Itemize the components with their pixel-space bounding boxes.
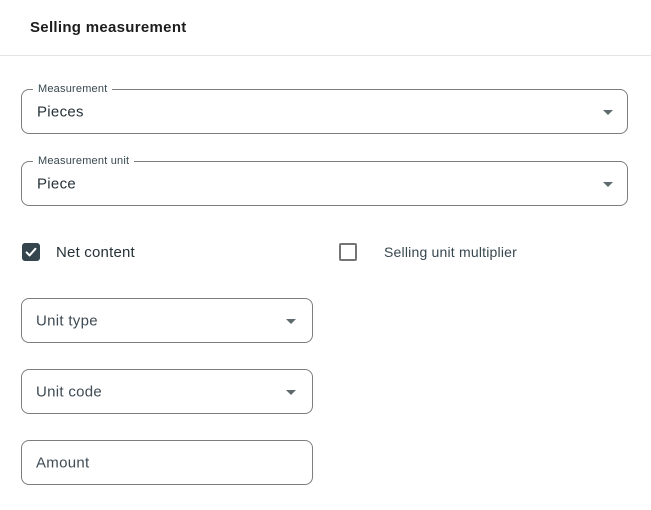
measurement-unit-select-label: Measurement unit bbox=[33, 155, 135, 168]
net-content-label: Net content bbox=[56, 243, 135, 261]
measurement-unit-select[interactable]: Measurement unit Piece bbox=[21, 155, 628, 206]
amount-placeholder: Amount bbox=[36, 454, 90, 471]
measurement-select[interactable]: Measurement Pieces bbox=[21, 83, 628, 134]
chevron-down-icon bbox=[603, 181, 613, 187]
unit-type-placeholder: Unit type bbox=[36, 312, 98, 329]
measurement-unit-select-value: Piece bbox=[37, 175, 77, 192]
amount-input[interactable]: Amount bbox=[21, 440, 313, 485]
measurement-select-label: Measurement bbox=[33, 83, 113, 96]
net-content-checkbox[interactable] bbox=[22, 243, 40, 261]
net-content-checkbox-group[interactable]: Net content bbox=[22, 243, 135, 261]
unit-type-select[interactable]: Unit type bbox=[21, 298, 313, 343]
chevron-down-icon bbox=[286, 389, 296, 395]
check-icon bbox=[25, 247, 37, 257]
chevron-down-icon bbox=[603, 109, 613, 115]
header-divider bbox=[0, 55, 651, 56]
unit-code-placeholder: Unit code bbox=[36, 383, 103, 400]
selling-unit-multiplier-checkbox[interactable] bbox=[339, 243, 357, 261]
unit-code-select[interactable]: Unit code bbox=[21, 369, 313, 414]
selling-unit-multiplier-label: Selling unit multiplier bbox=[384, 244, 517, 260]
selling-unit-multiplier-checkbox-group[interactable]: Selling unit multiplier bbox=[339, 243, 517, 261]
measurement-select-value: Pieces bbox=[37, 103, 84, 120]
chevron-down-icon bbox=[286, 318, 296, 324]
page-title: Selling measurement bbox=[30, 19, 187, 36]
